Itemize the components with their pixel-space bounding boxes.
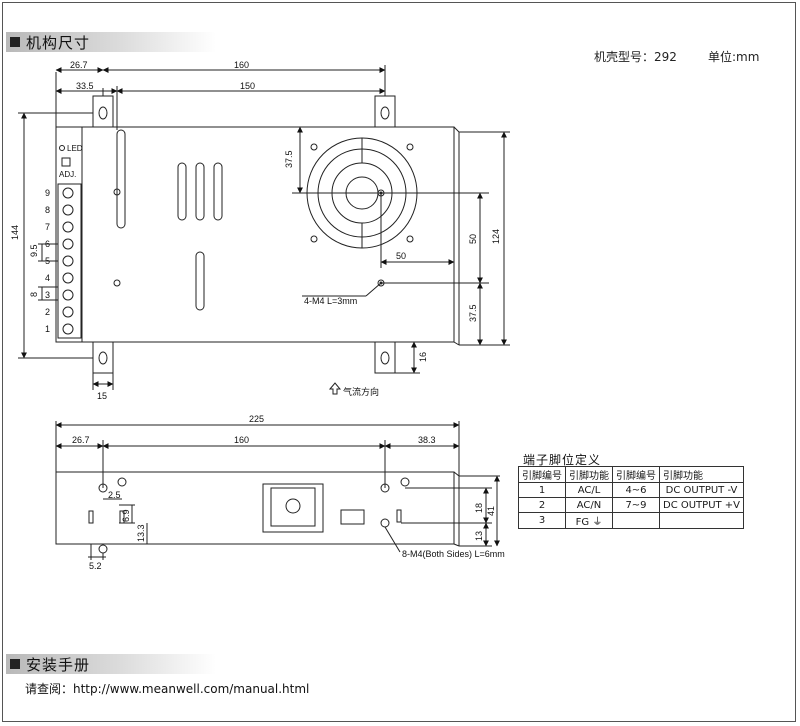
header-pin-func-2: 引脚功能 [658, 466, 745, 483]
dim-50-horizontal: 50 [396, 251, 406, 261]
dim-13-3: 13.3 [136, 524, 146, 542]
dim-50-vertical: 50 [468, 234, 478, 244]
side-view-body [55, 471, 455, 545]
pin-table: 引脚编号 引脚功能 引脚编号 引脚功能 1 AC/L 4~6 DC OUTPUT… [518, 466, 745, 529]
svg-text:6: 6 [45, 239, 50, 249]
svg-text:1: 1 [45, 324, 50, 334]
dim-33-5: 33.5 [76, 81, 94, 91]
dim-144: 144 [10, 225, 20, 240]
dim-26-7-side: 26.7 [72, 435, 90, 445]
install-section-header: 安装手册 [6, 654, 216, 674]
top-tab-left [92, 95, 114, 128]
dimensions-section-header: 机构尺寸 [6, 32, 216, 52]
dim-225: 225 [249, 414, 264, 424]
dim-18: 18 [474, 503, 484, 513]
svg-text:4: 4 [45, 273, 50, 283]
dim-124: 124 [491, 229, 501, 244]
terminal-screws [62, 187, 74, 335]
bottom-tab-right [374, 341, 396, 374]
dim-15: 15 [97, 391, 107, 401]
header-gradient-bar [6, 654, 216, 674]
svg-text:5: 5 [45, 256, 50, 266]
manual-link[interactable]: 请查阅：http://www.meanwell.com/manual.html [25, 682, 310, 696]
bottom-tab-left [92, 341, 114, 374]
header-square-icon [10, 37, 20, 47]
top-screw-note: 4-M4 L=3mm [304, 296, 357, 306]
dim-6-9: 6.9 [121, 509, 131, 522]
terminal-block [57, 183, 82, 339]
dim-9-5: 9.5 [29, 244, 39, 257]
dim-160-side: 160 [234, 435, 249, 445]
side-screw-note: 8-M4(Both Sides) L=6mm [402, 549, 505, 559]
svg-text:3: 3 [45, 290, 50, 300]
dim-37-5-lower: 37.5 [468, 304, 478, 322]
case-number: 机壳型号：292 [594, 50, 677, 64]
pin-table-title: 端子脚位定义 [523, 453, 602, 467]
airflow-arrow-icon [328, 382, 342, 395]
dim-16: 16 [418, 352, 428, 362]
table-row: 1 AC/L 4~6 DC OUTPUT -V [518, 482, 745, 498]
dim-8: 8 [29, 292, 39, 297]
dim-2-5: 2.5 [108, 490, 121, 500]
svg-text:9: 9 [45, 188, 50, 198]
pin-table-header: 引脚编号 引脚功能 引脚编号 引脚功能 [518, 466, 745, 483]
svg-text:2: 2 [45, 307, 50, 317]
svg-text:7: 7 [45, 222, 50, 232]
side-switch-cutout [262, 483, 324, 533]
adj-label: ADJ. [59, 170, 76, 179]
dim-13: 13 [474, 531, 484, 541]
header-square-icon [10, 659, 20, 669]
svg-text:8: 8 [45, 205, 50, 215]
table-row: 3 FG ⏚ [518, 512, 745, 529]
header-gradient-bar [6, 32, 216, 52]
dim-41: 41 [486, 506, 496, 516]
dim-26-7-top: 26.7 [70, 60, 88, 70]
header-pin-no-1: 引脚编号 [518, 466, 566, 483]
unit-label: 单位:mm [708, 50, 760, 64]
dim-5-2: 5.2 [89, 561, 102, 571]
dim-37-5-upper: 37.5 [284, 150, 294, 168]
dimensions-section-title: 机构尺寸 [26, 33, 91, 52]
top-view-body [55, 126, 455, 343]
install-section-title: 安装手册 [26, 655, 91, 674]
dim-160-top: 160 [234, 60, 249, 70]
led-label: LED [67, 144, 83, 153]
header-pin-func-1: 引脚功能 [565, 466, 613, 483]
dim-150: 150 [240, 81, 255, 91]
terminal-numbers: 9 8 7 6 5 4 3 2 1 [45, 188, 50, 334]
top-tab-right [374, 95, 396, 128]
dim-38-3: 38.3 [418, 435, 436, 445]
airflow-note: 气流方向 [343, 386, 379, 398]
header-pin-no-2: 引脚编号 [612, 466, 660, 483]
table-row: 2 AC/N 7~9 DC OUTPUT +V [518, 497, 745, 513]
